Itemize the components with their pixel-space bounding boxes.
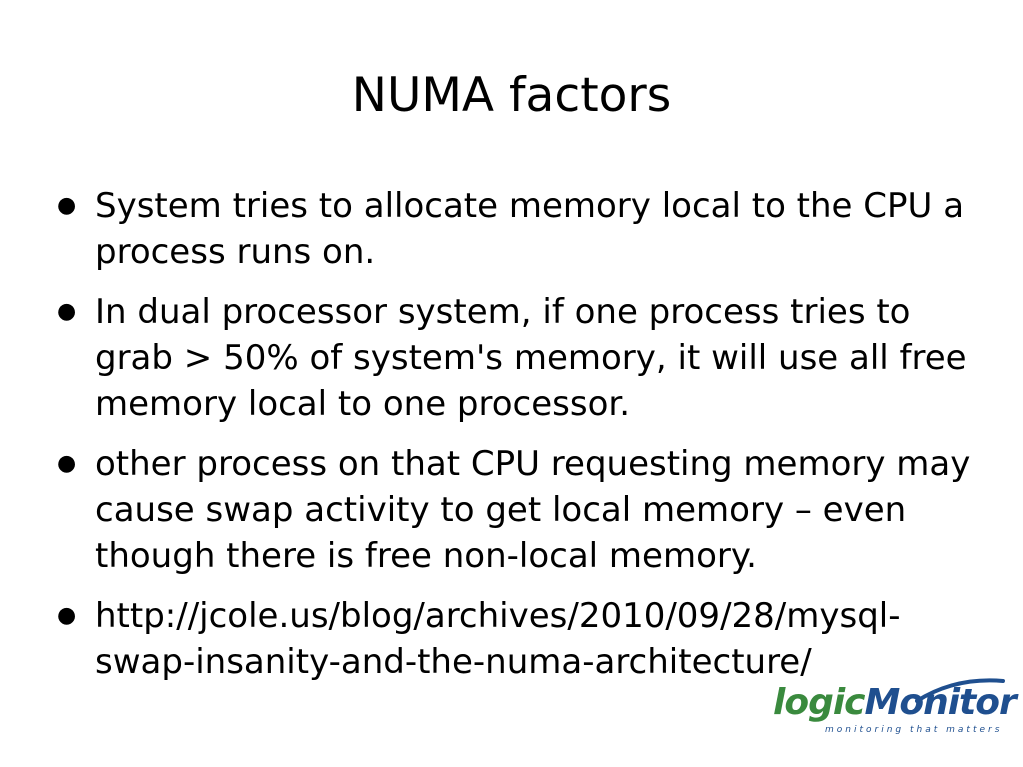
bullet-text: System tries to allocate memory local to… xyxy=(95,186,965,272)
bullet-list: ● System tries to allocate memory local … xyxy=(57,183,987,699)
bullet-dot-icon: ● xyxy=(57,299,77,324)
logo-word-logic: logic xyxy=(773,682,866,723)
bullet-item: ● In dual processor system, if one proce… xyxy=(57,289,987,427)
bullet-item: ● http://jcole.us/blog/archives/2010/09/… xyxy=(57,593,987,685)
slide-title: NUMA factors xyxy=(351,68,672,123)
logo-wordmark: logicMonitor xyxy=(773,682,1017,723)
bullet-item: ● other process on that CPU requesting m… xyxy=(57,441,987,579)
bullet-item: ● System tries to allocate memory local … xyxy=(57,183,987,275)
bullet-link-text: http://jcole.us/blog/archives/2010/09/28… xyxy=(95,596,901,682)
logo-tagline: monitoring that matters xyxy=(825,725,1003,735)
bullet-dot-icon: ● xyxy=(57,603,77,628)
logicmonitor-logo: logicMonitor monitoring that matters xyxy=(765,665,1017,757)
logo-swoosh-icon xyxy=(915,678,1005,703)
bullet-text: other process on that CPU requesting mem… xyxy=(95,444,971,576)
logo-word-monitor: Monitor xyxy=(864,682,1017,723)
bullet-text: In dual processor system, if one process… xyxy=(95,292,967,424)
bullet-dot-icon: ● xyxy=(57,451,77,476)
bullet-dot-icon: ● xyxy=(57,193,77,218)
